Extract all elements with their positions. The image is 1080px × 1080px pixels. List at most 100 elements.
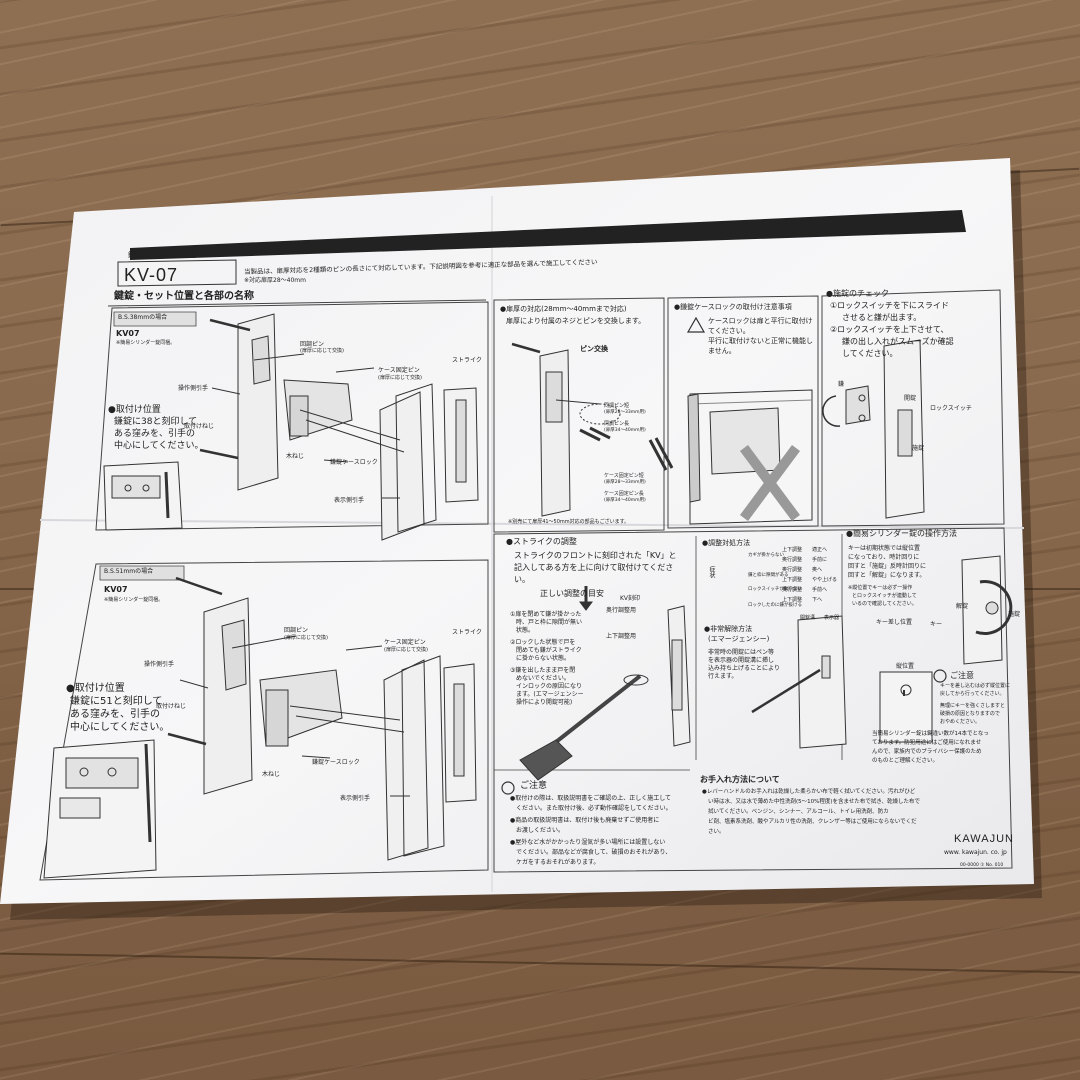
lock-check-line: ②ロックスイッチを上下させて、	[830, 325, 949, 334]
result: 適正へ	[812, 547, 828, 553]
action: 奥行調整	[782, 567, 803, 573]
brand-website: www. kawajun. co. jp	[944, 849, 1007, 856]
caution-title: ご注意	[520, 781, 548, 791]
cylinder-line: 回すと「解錠」になります。	[848, 572, 926, 579]
lock-check-line: 鎌の出し入れがスムーズか確認	[842, 337, 954, 346]
cylinder-line: 回すと「施錠」反時計回りに	[848, 563, 927, 570]
label-open-groove: 開錠溝	[800, 615, 816, 621]
panel38-model: KV07	[116, 329, 140, 338]
door-thickness-title: ●扉厚の対応(28mm～40mmまで対応)	[500, 305, 627, 313]
cylinder-caution-line: 破損の原因となりますので	[940, 711, 1000, 717]
guide-line: 操作により開錠可能)	[516, 699, 573, 706]
label-display: 表示器	[824, 615, 840, 621]
symptom: カギが掛からない	[748, 553, 784, 558]
cylinder-footer: んので、家族内でのプライバシー保護のため	[872, 749, 982, 755]
label-screw: 取付けねじ	[156, 703, 187, 710]
emergency-title: ●非常解除方法	[704, 625, 753, 633]
label-pin-sub: (扉厚に応じて交換)	[300, 348, 344, 354]
guide-title: 正しい調整の目安	[540, 589, 604, 598]
strike-line: 記入してある方を上に向けて取付けてくださ	[514, 563, 674, 572]
cylinder-note: ※縦位置でキーは必ず一操作	[848, 585, 913, 591]
label-screw: 取付けねじ	[184, 423, 215, 430]
result: 手前に	[812, 557, 828, 563]
label-pin: 回調ピン	[300, 341, 325, 348]
case-b: ケース固定ピン長	[604, 491, 644, 497]
panel38-pos-line: ある窪みを、引手の	[114, 429, 196, 439]
label-close: 施錠	[912, 445, 925, 452]
label-case-pin-sub: (扉厚に応じて交換)	[384, 647, 428, 653]
case-lock-line: 平行に取付けないと正常に機能し	[708, 337, 813, 345]
care-title: お手入れ方法について	[700, 775, 780, 784]
lock-check-line: させると鎌が出ます。	[842, 313, 922, 322]
strike-title: ●ストライクの調整	[506, 537, 577, 546]
adjust-title: ●調整対処方法	[702, 539, 751, 547]
result: やや上げる	[812, 577, 838, 583]
panel51-pos-line: 鎌錠に51と刻印して	[70, 696, 163, 707]
case-lock-title: ●鎌錠ケースロックの取付け注意事項	[674, 303, 792, 311]
cylinder-footer: 当簡易シリンダー錠は鍵違い数が14本でとなっ	[872, 731, 989, 737]
label-handle-op: 操作側引手	[178, 385, 209, 392]
cylinder-note: とロックスイッチが連動して	[852, 593, 917, 599]
guide-line: に掛からない状態。	[516, 655, 571, 662]
label-vertical: 縦位置	[896, 663, 915, 670]
header-small: 鍵錠(長座)取付説明書	[128, 251, 197, 259]
label-kv: KV刻印	[620, 595, 641, 602]
tab-bs38: B.S.38mmの場合	[118, 314, 168, 321]
emergency-line: を表示器の開錠溝に挿し	[708, 657, 775, 664]
action: 上下調整	[782, 597, 803, 603]
lock-check-line: ①ロックスイッチを下にスライド	[830, 301, 949, 310]
cylinder-line: キーは初期状態では縦位置	[848, 545, 921, 552]
panel51-pos-line: 中心にしてください。	[70, 722, 170, 733]
panel51-pos-title: ●取付け位置	[66, 683, 125, 694]
cylinder-caution-line: 無理にキーを強くさしますと	[940, 703, 1006, 709]
label-key: キー	[930, 621, 943, 628]
emergency-line: 行えます。	[708, 673, 738, 680]
caution-line: ●商品の取扱説明書は、取付け後も廃棄せずご使用者に	[510, 817, 660, 824]
case-lock-line: ません。	[708, 347, 736, 355]
cylinder-note: いるので確認してください。	[852, 601, 917, 607]
symptom-label: 症状	[708, 566, 715, 578]
label-case-lock: 鎌錠ケースロック	[330, 459, 378, 466]
guide-line: めないでください。	[516, 675, 570, 682]
strike-line: い。	[514, 575, 530, 584]
cylinder-caution-title: ご注意	[950, 671, 974, 680]
symptom: ロックスイッチが動かない	[748, 587, 802, 592]
pin-b: 同調ピン長	[604, 421, 630, 427]
caution-line: ●屋外など水がかかったり湿気が多い場所には設置しない	[510, 839, 666, 846]
panel38-note: ※簡易シリンダー錠同梱。	[116, 340, 176, 346]
panel51-pos-line: ある窪みを、引手の	[70, 709, 160, 720]
pin-change-title: ピン交換	[580, 345, 608, 353]
care-line: ●レバーハンドルのお手入れは乾燥した柔らかい布で軽く拭いてください。汚れがひど	[702, 789, 916, 795]
lock-check-line: してください。	[842, 349, 898, 358]
label-case-pin: ケース固定ピン	[384, 639, 426, 646]
action: 上下調整	[782, 547, 803, 553]
emergency-line: 非常時の開錠にはペン等	[708, 649, 775, 656]
label-case-pin: ケース固定ピン	[378, 367, 420, 374]
result: 奥へ	[812, 567, 823, 573]
care-line: ビ剤、塩素系洗剤、酸やアルカリ性の洗剤、クレンザー等はご使用にならないでくだ	[708, 819, 917, 825]
cylinder-caution-line: キーを差し込むは必ず縦位置に	[940, 683, 1011, 689]
guide-line: 閉めても鎌がストライク	[516, 647, 582, 654]
action: 上下調整	[782, 577, 803, 583]
symptom: 鎌と枠に隙間がある	[748, 573, 789, 578]
section-title: 鍵錠・セット位置と各部の名称	[114, 291, 254, 302]
result: 手前へ	[812, 587, 828, 593]
cylinder-caution-line: 戻してから行ってください。	[940, 691, 1005, 697]
label-wood-screw: 木ねじ	[262, 771, 281, 778]
guide-line: ③鎌を出したまま戸を閉	[510, 667, 576, 674]
label-ud-adjust: 上下調整用	[606, 633, 637, 640]
guide-line: ます。(エマージェンシー	[516, 691, 584, 698]
model-number: KV-07	[124, 265, 179, 285]
case-b-sub: (扉厚34～40mm用)	[604, 498, 646, 503]
panel38-pos-line: 中心にしてください。	[114, 441, 204, 451]
care-line: さい。	[708, 829, 725, 835]
caution-line: でください。部品などが腐食して、破損のおそれがあり、	[516, 849, 672, 856]
lock-check-title: ●施錠のチェック	[826, 289, 889, 298]
guide-line: インロックの原因になり	[516, 683, 583, 690]
label-case-lock: 鎌錠ケースロック	[312, 759, 360, 766]
case-lock-line: てください。	[708, 327, 750, 335]
label-strike: ストライク	[452, 357, 482, 364]
guide-line: ②ロックした状態で戸を	[510, 639, 576, 646]
tab-bs51: B.S.51mmの場合	[104, 568, 154, 575]
